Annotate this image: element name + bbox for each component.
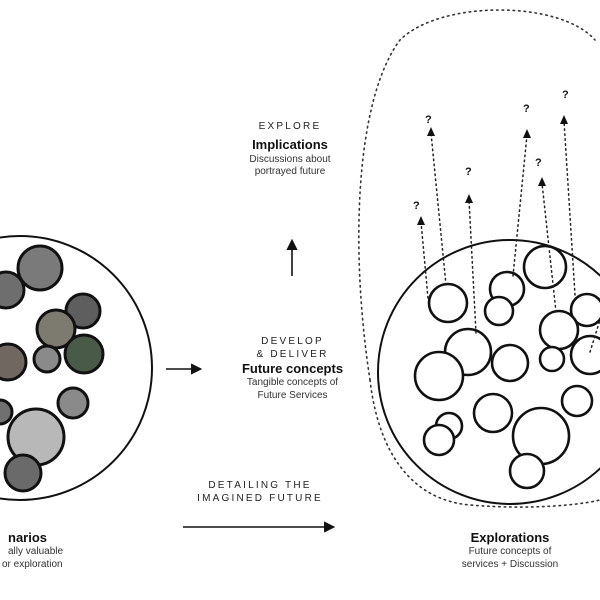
scenario-photo	[32, 344, 62, 374]
develop-caption-line2: & DELIVER	[256, 348, 329, 360]
scenarios-desc-line2: or exploration	[2, 558, 63, 570]
concept-bubble	[413, 350, 465, 402]
scenario-photo	[0, 342, 28, 382]
scenario-photo	[0, 270, 26, 310]
develop-label: DEVELOP & DELIVER Future concepts Tangib…	[225, 336, 360, 402]
question-mark: ?	[413, 200, 420, 212]
question-mark: ?	[465, 166, 472, 178]
concept-bubble	[522, 244, 568, 290]
scenarios-label: narios ally valuable or exploration	[0, 530, 80, 571]
concept-bubble	[483, 295, 515, 327]
question-mark: ?	[425, 114, 432, 126]
scenario-photo	[0, 398, 14, 426]
develop-title: Future concepts	[241, 361, 344, 376]
concept-bubble	[560, 384, 594, 418]
explore-desc-line2: portrayed future	[254, 166, 326, 178]
scenario-photo	[3, 453, 43, 493]
scenario-photos	[0, 244, 105, 493]
scenario-photo	[63, 333, 105, 375]
scenario-photo	[16, 244, 64, 292]
detailing-line1: DETAILING THE	[208, 480, 312, 491]
scenarios-desc-line1: ally valuable	[8, 546, 64, 558]
concept-bubble	[538, 345, 566, 373]
explorations-circle	[377, 239, 600, 505]
dotted-loop	[358, 9, 596, 381]
concept-bubble	[422, 423, 456, 457]
concept-bubble	[538, 309, 580, 351]
explorations-desc-line2: services + Discussion	[461, 558, 559, 570]
explore-title: Implications	[252, 136, 328, 152]
concept-bubble	[508, 452, 546, 490]
question-mark: ?	[535, 157, 542, 169]
scenario-photo	[64, 292, 102, 330]
question-mark: ?	[562, 89, 569, 101]
concept-bubble	[427, 282, 469, 324]
develop-caption-line1: DEVELOP	[261, 336, 324, 347]
explorations-title: Explorations	[470, 530, 550, 545]
explore-caption: EXPLORE	[258, 121, 322, 132]
concept-bubble	[472, 392, 514, 434]
question-ray-arrowheads	[417, 115, 568, 225]
question-rays	[420, 120, 600, 353]
develop-desc-line2: Future Services	[257, 389, 328, 401]
detailing-label: DETAILING THE IMAGINED FUTURE	[190, 480, 330, 505]
detailing-line2: IMAGINED FUTURE	[197, 492, 323, 504]
scenarios-title: narios	[8, 530, 48, 545]
scenarios-circle	[0, 235, 153, 501]
question-mark: ?	[523, 103, 530, 115]
dotted-loop-lower	[369, 379, 600, 508]
scenario-photo	[56, 386, 90, 420]
explore-label: EXPLORE Implications Discussions about p…	[230, 121, 350, 179]
concept-bubble	[569, 292, 600, 328]
concept-bubble	[569, 334, 600, 376]
explorations-desc-line1: Future concepts of	[468, 546, 552, 558]
explorations-label: Explorations Future concepts of services…	[440, 530, 580, 571]
concept-bubble	[490, 343, 530, 383]
develop-desc-line1: Tangible concepts of	[246, 377, 339, 389]
explore-desc-line1: Discussions about	[249, 153, 331, 165]
exploration-concepts	[413, 244, 600, 490]
